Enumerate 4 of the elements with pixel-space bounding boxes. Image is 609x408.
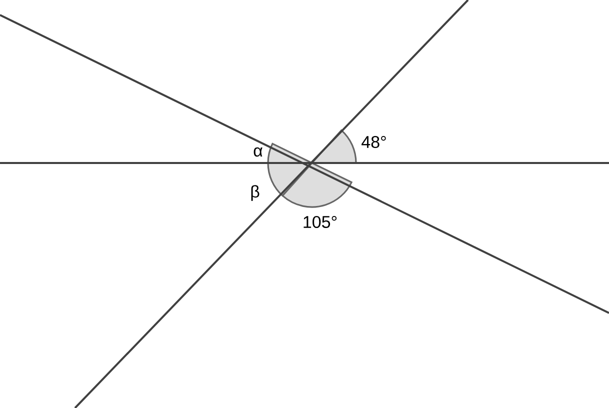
angle-label: 105° — [304, 216, 337, 228]
angle-label: α — [254, 147, 262, 157]
angle-label: 48° — [362, 136, 386, 148]
angle-label: β — [251, 185, 260, 201]
